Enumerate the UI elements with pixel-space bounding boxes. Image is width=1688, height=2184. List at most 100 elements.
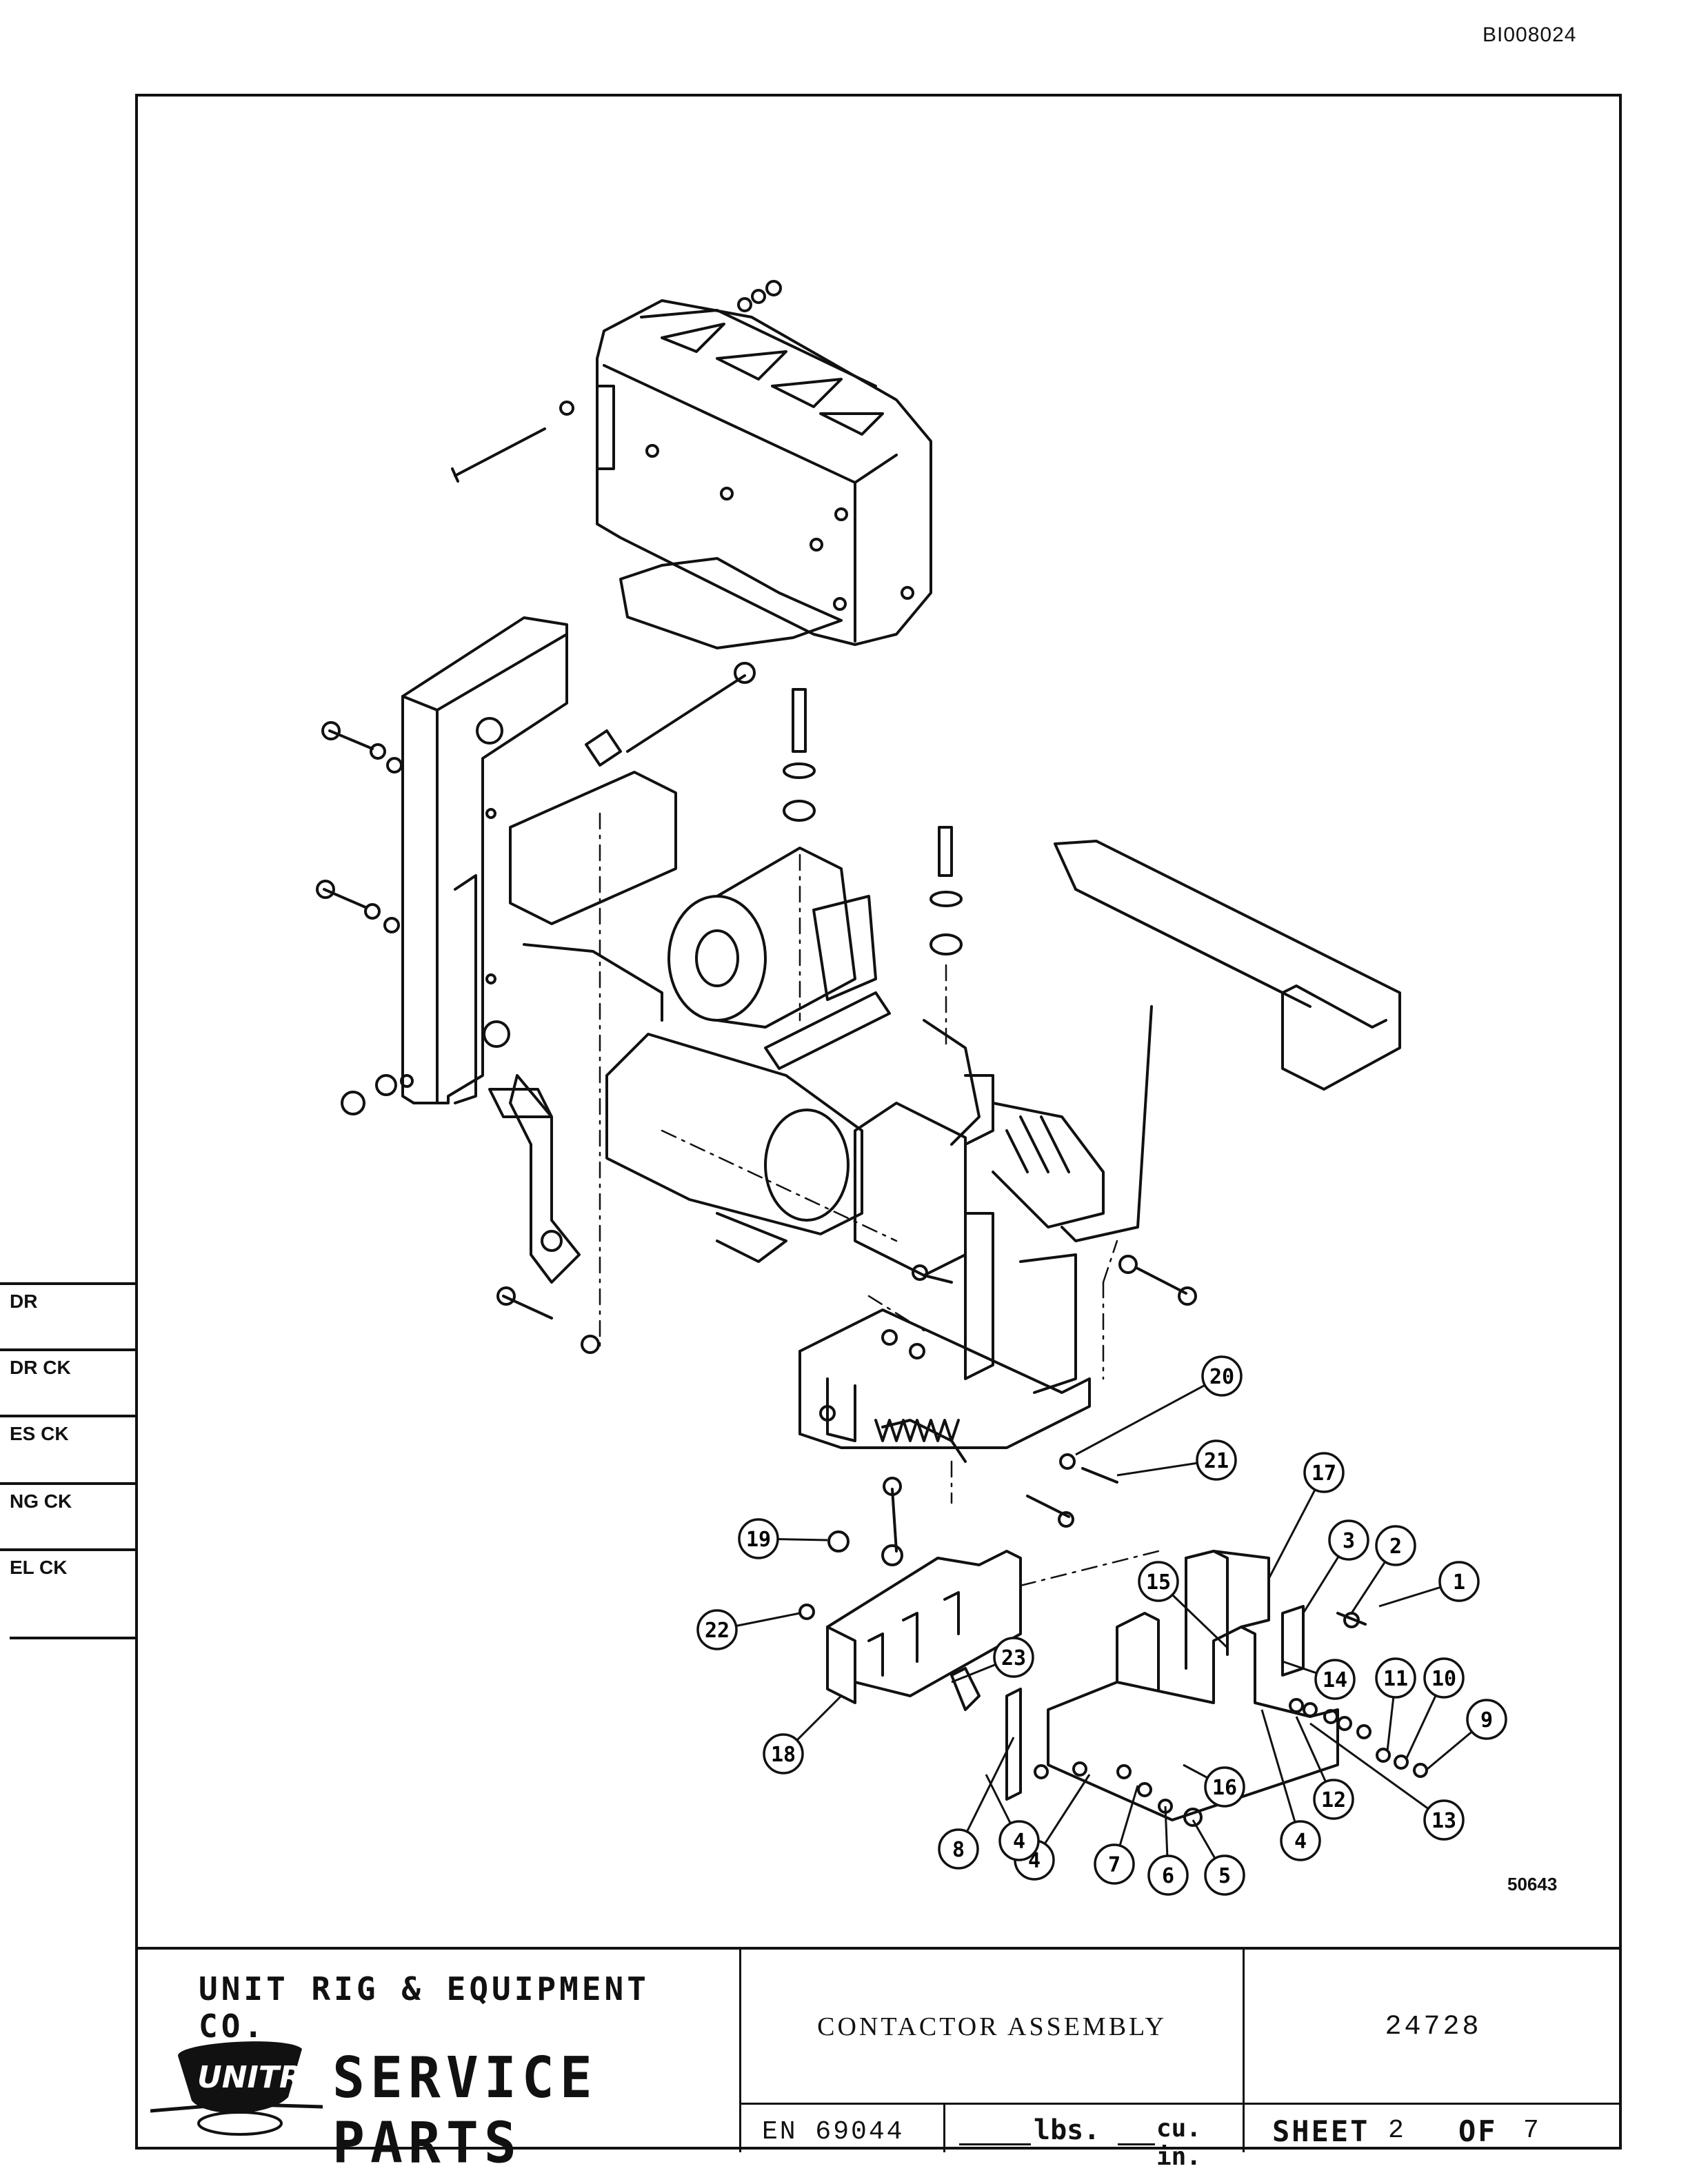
- callout-number: 13: [1431, 1809, 1456, 1833]
- callout-number: 4: [1013, 1830, 1025, 1854]
- callout-circle: [1147, 1854, 1189, 1896]
- callout-4: 4: [1260, 1709, 1321, 1861]
- sheet-cell: SHEET 2 OF 7: [1243, 2103, 1622, 2152]
- callout-number: 2: [1389, 1535, 1402, 1559]
- sheet-number: 2: [1388, 2116, 1404, 2145]
- operating-coil: [605, 1033, 863, 1263]
- svg-text:UNITRIG: UNITRIG: [197, 2060, 330, 2095]
- callout-leader: [1260, 1709, 1302, 1841]
- callout-number: 8: [952, 1838, 965, 1862]
- callout-number: 10: [1431, 1667, 1456, 1691]
- callout-number: 7: [1108, 1853, 1121, 1877]
- cover-screw: [451, 280, 782, 483]
- spring: [874, 1419, 960, 1442]
- callout-number: 11: [1383, 1667, 1408, 1691]
- callout-number: 4: [1294, 1830, 1307, 1854]
- stud-washers: [783, 688, 963, 956]
- callout-circle: [1138, 1561, 1179, 1602]
- callout-17: 17: [1267, 1452, 1345, 1579]
- callout-1: 1: [1378, 1561, 1480, 1608]
- callout-circle: [1196, 1439, 1237, 1481]
- en-cell: EN 69044: [739, 2103, 943, 2152]
- weight-cell: lbs. cu. in.: [943, 2103, 1243, 2171]
- shunt-strap: [488, 1074, 581, 1284]
- drawing-frame: [135, 94, 1622, 2150]
- callout-circle: [1438, 1561, 1480, 1602]
- callout-circle: [938, 1828, 979, 1870]
- callout-number: 6: [1162, 1864, 1174, 1888]
- callout-circle: [1313, 1779, 1354, 1820]
- side-tab-label: EL CK: [10, 1557, 68, 1578]
- callout-21: 21: [1116, 1439, 1237, 1481]
- callout-10: 10: [1405, 1657, 1465, 1759]
- document-id: BI008024: [1483, 23, 1577, 46]
- callout-2: 2: [1350, 1525, 1416, 1614]
- callout-8: 8: [938, 1737, 1015, 1870]
- drawing-title: CONTACTOR ASSEMBLY: [817, 2012, 1167, 2041]
- callout-number: 16: [1212, 1776, 1237, 1800]
- callout-number: 19: [746, 1528, 771, 1552]
- callout-number: 18: [771, 1743, 796, 1767]
- sheet-total: 7: [1523, 2116, 1539, 2145]
- figure-number: 50643: [1507, 1874, 1558, 1894]
- callout-circle: [738, 1518, 779, 1559]
- volume-blank: [1118, 2143, 1155, 2145]
- callout-20: 20: [1075, 1355, 1243, 1456]
- side-tab-dr-ck: DR CK: [0, 1348, 135, 1415]
- callout-circle: [993, 1637, 1034, 1678]
- callout-circle: [1204, 1766, 1245, 1808]
- callout-circle: [763, 1733, 804, 1775]
- callout-15: 15: [1138, 1561, 1229, 1649]
- side-tab-dr: DR: [0, 1282, 135, 1348]
- callout-number: 14: [1323, 1668, 1347, 1692]
- callout-5: 5: [1192, 1819, 1245, 1896]
- callout-7: 7: [1094, 1785, 1139, 1885]
- callout-circle: [1280, 1820, 1321, 1861]
- center-lines: [599, 812, 1160, 1587]
- side-tab-label: DR CK: [10, 1357, 71, 1378]
- unitrig-logo: UNITRIG: [150, 2041, 330, 2136]
- callout-circle: [1423, 1799, 1465, 1841]
- callout-circle: [696, 1609, 738, 1650]
- callout-number: 12: [1321, 1788, 1346, 1812]
- callout-circle: [1375, 1657, 1416, 1699]
- contactor-bracket: [798, 1212, 1091, 1463]
- callout-leader: [1309, 1722, 1445, 1821]
- callout-circle: [1328, 1519, 1369, 1561]
- callout-leader: [1075, 1375, 1223, 1456]
- callout-circle: [1303, 1452, 1345, 1493]
- side-tab-ng-ck: NG CK: [0, 1482, 135, 1548]
- hardware-bolts: [496, 1255, 1197, 1566]
- volume-unit: cu. in.: [1156, 2114, 1202, 2171]
- callout-leader: [957, 1737, 1015, 1850]
- aux-hardware: [1034, 1698, 1428, 1827]
- service-parts-text: SERVICE PARTS: [332, 2045, 598, 2176]
- callout-12: 12: [1295, 1716, 1354, 1820]
- callout-number: 1: [1453, 1570, 1465, 1595]
- callout-22: 22: [696, 1609, 801, 1650]
- callout-circle: [1201, 1355, 1243, 1397]
- arc-chute-cover: [596, 299, 932, 649]
- callout-number: 5: [1218, 1864, 1231, 1888]
- callout-4: 4: [985, 1774, 1040, 1861]
- part-number: 24728: [1385, 2012, 1482, 2043]
- callout-circle: [1423, 1657, 1465, 1699]
- callout-number: 22: [705, 1619, 730, 1643]
- callout-3: 3: [1302, 1519, 1369, 1614]
- en-number: EN 69044: [762, 2117, 905, 2147]
- weight-blank: [959, 2143, 1031, 2145]
- weight-unit: lbs.: [1034, 2114, 1101, 2146]
- side-tab-el-ck: EL CK: [0, 1548, 135, 1615]
- callout-circle: [1466, 1699, 1507, 1740]
- callout-circle: [998, 1820, 1040, 1861]
- company-name: UNIT RIG & EQUIPMENT CO.: [199, 1970, 650, 2045]
- title-cell: CONTACTOR ASSEMBLY: [739, 1950, 1243, 2103]
- side-tab-label: ES CK: [10, 1423, 69, 1444]
- panel-bolts: [316, 662, 756, 1115]
- callout-6: 6: [1147, 1806, 1189, 1896]
- callout-number: 9: [1480, 1708, 1493, 1732]
- title-block: UNIT RIG & EQUIPMENT CO. UNITRIG SERVICE…: [135, 1947, 1622, 2176]
- callout-number: 21: [1204, 1449, 1229, 1473]
